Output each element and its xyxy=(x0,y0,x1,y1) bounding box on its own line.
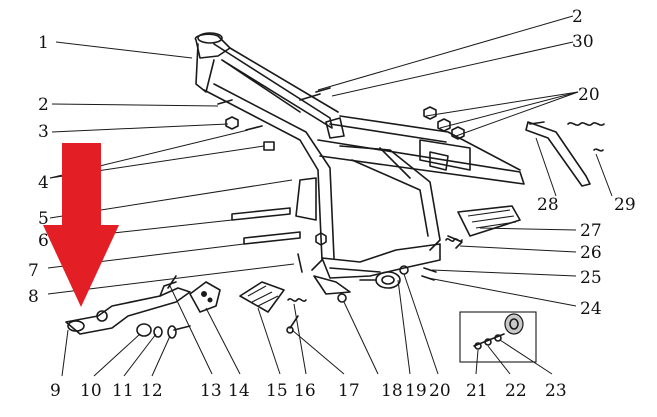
frame-assembly xyxy=(194,32,525,295)
callout-3: 3 xyxy=(38,122,49,142)
callout-23: 23 xyxy=(545,381,567,401)
callout-2-top: 2 xyxy=(572,7,583,27)
callout-5: 5 xyxy=(38,209,49,229)
callout-15: 15 xyxy=(266,381,288,401)
callout-17: 17 xyxy=(338,381,360,401)
callout-20-bottom: 20 xyxy=(429,381,451,401)
callout-9: 9 xyxy=(50,381,61,401)
callout-16: 16 xyxy=(294,381,316,401)
brake-pedal-assembly xyxy=(65,275,347,339)
callout-19: 19 xyxy=(405,381,427,401)
callout-26: 26 xyxy=(580,243,602,263)
callout-4: 4 xyxy=(38,173,49,193)
callout-30: 30 xyxy=(572,32,594,52)
side-stand-assembly xyxy=(525,121,605,187)
callout-25: 25 xyxy=(580,268,602,288)
leader-lines xyxy=(47,15,613,377)
callout-11: 11 xyxy=(112,381,134,401)
down-arrow-icon xyxy=(43,143,119,307)
callout-12: 12 xyxy=(141,381,163,401)
callout-14: 14 xyxy=(228,381,250,401)
callout-28: 28 xyxy=(537,195,559,215)
bracket-plate xyxy=(189,281,221,313)
callout-10: 10 xyxy=(80,381,102,401)
callout-labels: 1 2 30 20 2 3 4 5 6 7 8 28 29 27 26 25 2… xyxy=(28,7,636,401)
callout-2-left: 2 xyxy=(38,95,49,115)
right-footpeg xyxy=(445,205,521,249)
callout-13: 13 xyxy=(200,381,222,401)
callout-18: 18 xyxy=(381,381,403,401)
inset-detail xyxy=(459,311,537,363)
left-footpeg xyxy=(239,281,307,334)
callout-21: 21 xyxy=(466,381,488,401)
callout-6: 6 xyxy=(38,231,49,251)
callout-20-top: 20 xyxy=(578,85,600,105)
callout-27: 27 xyxy=(580,221,602,241)
callout-24: 24 xyxy=(580,299,602,319)
callout-29: 29 xyxy=(614,195,636,215)
callout-1: 1 xyxy=(38,33,49,53)
callout-8: 8 xyxy=(28,287,39,307)
callout-7: 7 xyxy=(28,261,39,281)
callout-22: 22 xyxy=(505,381,527,401)
